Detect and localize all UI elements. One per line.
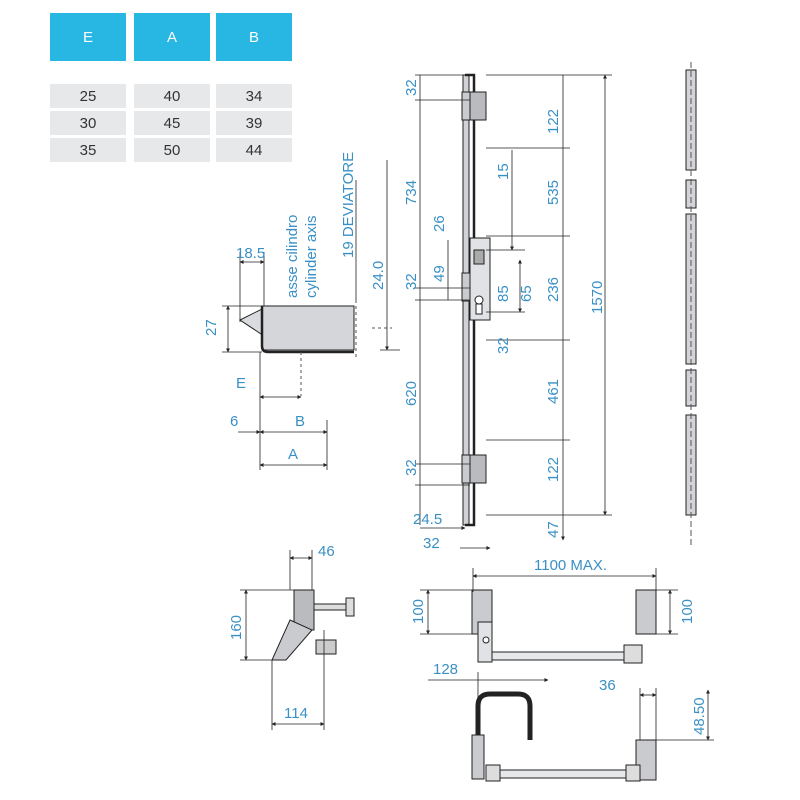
label-cylinder-axis: cylinder axis [303, 215, 320, 298]
label-asse-cilindro: asse cilindro [284, 215, 301, 298]
cell-e-2: 30 [50, 111, 126, 135]
panic-bar-front-drawing [471, 589, 657, 664]
header-b: B [216, 13, 292, 61]
dim-49: 49 [431, 265, 448, 282]
dim-32-base: 32 [423, 535, 440, 552]
dim-18-5: 18.5 [236, 245, 265, 262]
header-e: E [50, 13, 126, 61]
dim-620: 620 [403, 381, 420, 406]
dim-114: 114 [284, 705, 308, 722]
dim-46: 46 [318, 543, 335, 560]
dim-100-left: 100 [410, 599, 427, 624]
cell-a-2: 45 [134, 111, 210, 135]
dim-15: 15 [495, 163, 512, 180]
dim-1570: 1570 [589, 281, 606, 314]
dim-32-mid: 32 [403, 273, 420, 290]
dim-24-0: 24.0 [370, 261, 387, 290]
dim-b: B [295, 413, 305, 430]
cell-e-1: 25 [50, 84, 126, 108]
dim-a: A [288, 446, 298, 463]
pull-handle-drawing [471, 691, 657, 782]
label-deviatore: 19 DEVIATORE [340, 152, 357, 258]
cell-a-1: 40 [134, 84, 210, 108]
lock-body-drawing [239, 300, 392, 396]
cell-e-3: 35 [50, 138, 126, 162]
dim-27: 27 [203, 319, 220, 336]
dim-236: 236 [545, 277, 562, 302]
dim-32-cyl: 32 [495, 337, 512, 354]
cell-b-2: 39 [216, 111, 292, 135]
cell-b-3: 44 [216, 138, 292, 162]
dim-122-bot: 122 [545, 457, 562, 482]
dim-32-top: 32 [403, 79, 420, 96]
dim-36: 36 [599, 677, 616, 694]
dim-160: 160 [228, 615, 245, 640]
dim-122-top: 122 [545, 109, 562, 134]
dim-734: 734 [403, 180, 420, 205]
dim-48-50: 48.50 [691, 697, 708, 735]
dim-32-bot: 32 [403, 459, 420, 476]
dim-e: E [236, 375, 246, 392]
header-a: A [134, 13, 210, 61]
dim-47: 47 [545, 521, 562, 538]
dim-128: 128 [433, 661, 458, 678]
side-rod-drawing [685, 62, 697, 548]
cell-a-3: 50 [134, 138, 210, 162]
dim-85: 85 [495, 285, 512, 302]
dim-26: 26 [431, 215, 448, 232]
dim-461: 461 [545, 379, 562, 404]
panic-bar-side-drawing [271, 589, 355, 661]
dim-65: 65 [518, 285, 535, 302]
dim-6: 6 [230, 413, 238, 430]
dim-24-5: 24.5 [413, 511, 442, 528]
dim-535: 535 [545, 180, 562, 205]
label-1100-max: 1100 MAX. [534, 557, 607, 574]
cell-b-1: 34 [216, 84, 292, 108]
dim-100-right: 100 [679, 599, 696, 624]
